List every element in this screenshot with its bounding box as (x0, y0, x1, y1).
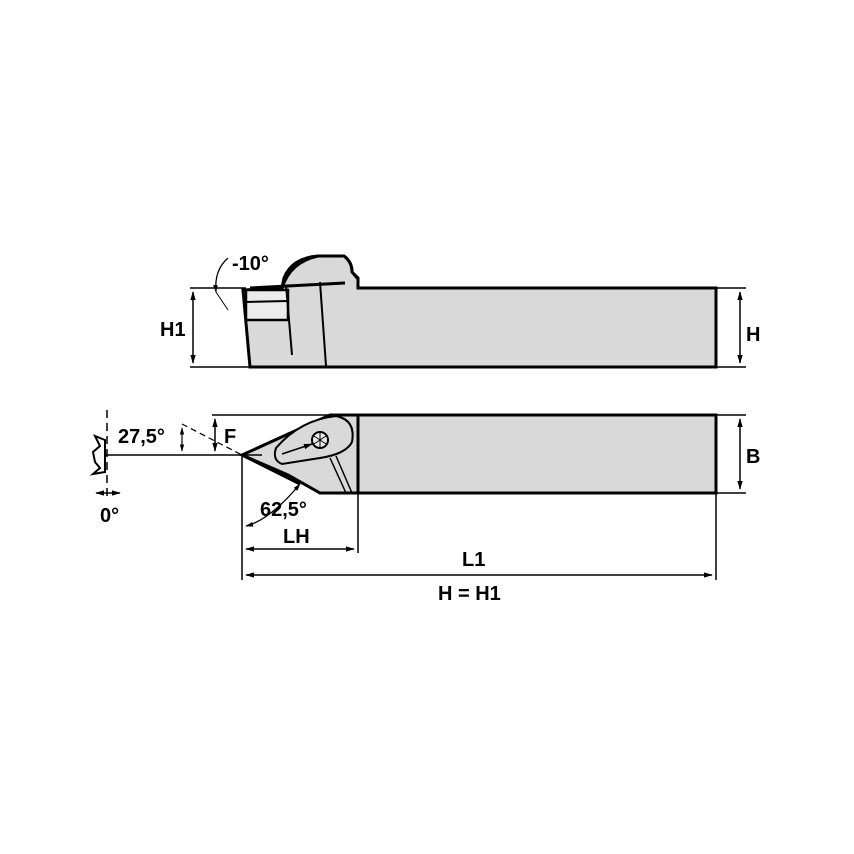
b-label: B (746, 446, 760, 468)
approach-angle-label: 62,5° (260, 499, 307, 521)
h1-label: H1 (160, 319, 186, 341)
workpiece-icon (89, 434, 106, 476)
h-equals-h1-note: H = H1 (438, 583, 501, 605)
rake-angle-label: -10° (232, 253, 269, 275)
insert-pocket (244, 288, 290, 322)
h-label: H (746, 324, 760, 346)
f-label: F (224, 426, 236, 448)
lh-label: LH (283, 526, 310, 548)
clamp (280, 254, 360, 289)
top-view: F 27,5° 0° 62,5° LH B L1 H = H1 (89, 410, 760, 605)
lead-angle-label: 27,5° (118, 426, 165, 448)
inclination-angle-label: 0° (100, 505, 119, 527)
top-shank (356, 413, 718, 495)
side-view: H1 -10° H (160, 253, 760, 369)
l1-label: L1 (462, 549, 485, 571)
